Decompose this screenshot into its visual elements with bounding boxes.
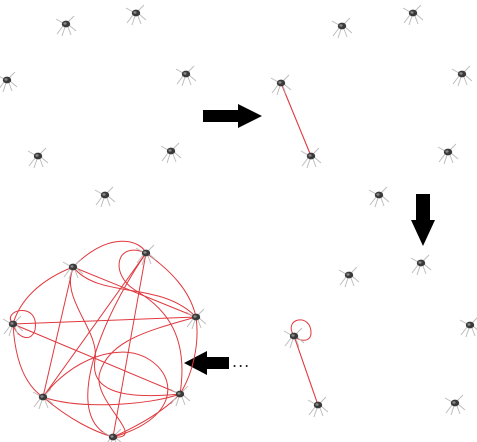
spider-icon <box>56 16 76 36</box>
edge <box>43 352 168 437</box>
edge <box>13 267 73 324</box>
spider-icon <box>460 317 477 337</box>
spider-icon <box>301 148 321 168</box>
edge <box>13 324 180 394</box>
edge <box>180 317 197 394</box>
spider-icon <box>369 187 389 207</box>
spider-icon <box>0 72 17 92</box>
spider-icon <box>95 187 115 207</box>
edge <box>146 253 196 317</box>
ellipsis-label: ... <box>232 352 250 371</box>
edge <box>43 267 73 397</box>
spider-icon <box>176 66 196 86</box>
spider-icon <box>332 18 352 38</box>
spider-icon <box>284 328 304 348</box>
arrow-icon <box>411 194 435 246</box>
edge <box>73 267 196 317</box>
edge <box>88 253 146 437</box>
spider-icon <box>411 255 431 275</box>
panel-first-connection <box>271 5 472 207</box>
spider-icon <box>438 144 458 164</box>
panel-second-step <box>284 255 477 417</box>
spider-icon <box>103 429 123 442</box>
spider-icon <box>452 66 472 86</box>
spider-icon <box>445 395 465 415</box>
spider-icon <box>308 397 328 417</box>
spider-icon <box>271 75 291 95</box>
panel-scattered-nodes <box>0 5 196 207</box>
spider-icon <box>3 316 23 336</box>
spider-icon <box>161 143 181 163</box>
spider-icon <box>28 148 48 168</box>
panel-dense-web-nodes <box>3 245 206 442</box>
edge <box>113 253 146 437</box>
spider-icon <box>403 5 423 25</box>
edge <box>73 241 146 267</box>
spider-icon <box>126 5 146 25</box>
arrow-icon <box>203 104 262 128</box>
panel-dense-web <box>10 241 197 437</box>
edge <box>113 394 180 437</box>
edge <box>294 336 318 405</box>
spider-icon <box>63 259 83 279</box>
edge <box>43 253 146 397</box>
edge <box>43 397 113 437</box>
spider-icon <box>339 267 359 287</box>
